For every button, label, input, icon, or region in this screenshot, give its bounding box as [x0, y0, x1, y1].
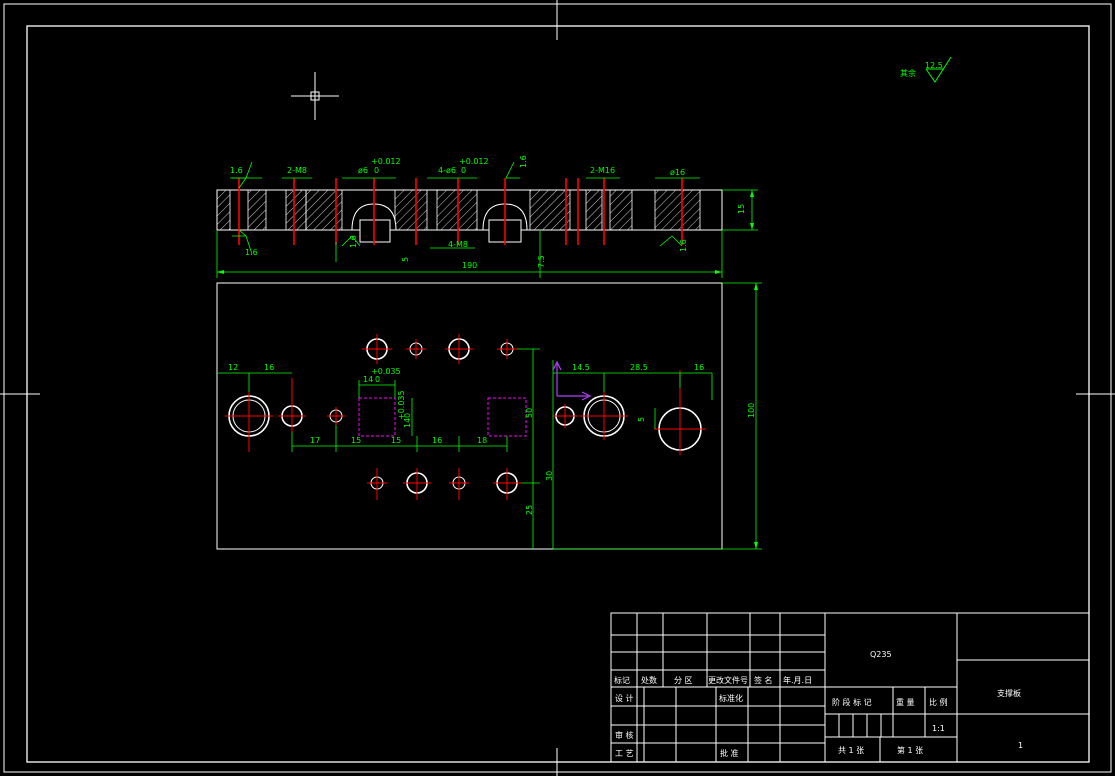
- dim-30-label: 30: [545, 471, 554, 481]
- dim-5-label: 5: [401, 257, 410, 262]
- dim-50-mid-label: 50: [525, 408, 534, 418]
- ra-bottom-b: 1.6: [679, 239, 688, 252]
- header-count: 处数: [641, 675, 657, 685]
- drawing-number-label: 1: [1018, 741, 1023, 750]
- dim-12-label: 12: [228, 363, 238, 372]
- header-approve: 批 准: [720, 748, 739, 758]
- header-mark: 标记: [614, 675, 630, 685]
- plan-dim-arrows: [754, 283, 758, 549]
- plan-centerlines: [225, 334, 706, 500]
- header-process: 工 艺: [615, 749, 634, 758]
- roughness-note: 其余 12.5: [900, 56, 952, 83]
- dim-14-5-label: 14.5: [572, 363, 590, 372]
- header-check: 审 核: [615, 730, 634, 740]
- dim-14-0-label: 14: [363, 375, 373, 384]
- section-centerlines: [238, 178, 683, 245]
- height-100-label: 100: [747, 403, 756, 418]
- plan-dimension-lines: [217, 282, 762, 550]
- holes-4phi6-tol: +0.012: [459, 157, 489, 166]
- title-block-grid: [610, 612, 1090, 763]
- roughness-note-label: 其余: [900, 68, 916, 78]
- dim-7-5-label: 7.5: [537, 255, 546, 268]
- plan-view[interactable]: 12 16 14 0 +0.035 14 0 +0.035 50 17 15 1…: [216, 282, 762, 550]
- section-dim-arrows: [217, 190, 754, 274]
- dim-14-0-zero: 0: [375, 375, 380, 384]
- dim-15-a-label: 15: [351, 436, 361, 445]
- dim-14-vert-label: 14: [403, 418, 412, 428]
- header-sheets-total: 共 1 张: [838, 746, 864, 755]
- holes-4phi6-zero: 0: [461, 166, 466, 175]
- dim-16-right-label: 16: [694, 363, 704, 372]
- dim-16-left-label: 16: [264, 363, 274, 372]
- dim-14-0-tol: +0.035: [371, 367, 401, 376]
- thread-2m8-label: 2-M8: [287, 166, 307, 175]
- header-stage-mark: 阶 段 标 记: [832, 697, 872, 707]
- header-standardize: 标准化: [719, 693, 743, 703]
- header-scale: 比 例: [929, 697, 948, 707]
- section-dimension-lines: [216, 161, 758, 278]
- title-block[interactable]: Q235 支撑板 1 1:1 标记 处数 分 区 更改文件号 签 名 年.月.日…: [610, 612, 1090, 763]
- header-change-doc: 更改文件号: [708, 675, 748, 685]
- thickness-label: 15: [737, 204, 746, 214]
- scale-value-label: 1:1: [932, 724, 945, 733]
- ra-top-mid: 1.6: [519, 155, 528, 168]
- thread-4m8-label: 4-M8: [448, 240, 468, 249]
- dim-5-right-label: 5: [637, 417, 646, 422]
- section-pockets: [351, 203, 528, 243]
- dim-14-vert-zero: 0: [403, 413, 412, 418]
- roughness-note-value: 12.5: [925, 61, 943, 70]
- header-design: 设 计: [615, 693, 634, 703]
- bore-phi6-label: ø6: [358, 166, 368, 175]
- header-zone: 分 区: [674, 676, 693, 685]
- roughness-symbol-icon: [925, 56, 952, 83]
- dim-18-label: 18: [477, 436, 487, 445]
- header-date: 年.月.日: [783, 675, 812, 685]
- overall-190-label: 190: [462, 261, 477, 270]
- hidden-pockets: [358, 397, 527, 437]
- dim-16-mid-label: 16: [432, 436, 442, 445]
- header-weight: 重 量: [896, 697, 915, 707]
- header-signature: 签 名: [754, 675, 773, 685]
- dim-28-5-label: 28.5: [630, 363, 648, 372]
- dim-25-label: 25: [525, 505, 534, 515]
- bore-phi6-tol: +0.012: [371, 157, 401, 166]
- part-name-label: 支撑板: [997, 688, 1021, 698]
- holes-4phi6-label: 4-ø6: [438, 166, 456, 175]
- thread-2m16-label: 2-M16: [590, 166, 615, 175]
- dim-14-vert-tol: +0.035: [397, 390, 406, 420]
- dim-17-label: 17: [310, 436, 320, 445]
- header-sheet-no: 第 1 张: [897, 745, 923, 755]
- plan-outline: [216, 282, 723, 550]
- section-view[interactable]: 1.6 2-M8 ø6 0 +0.012 4-ø6 0 +0.012 1.6 2…: [216, 155, 758, 278]
- dim-15-b-label: 15: [391, 436, 401, 445]
- ra-left-bottom: 1.6: [245, 248, 258, 257]
- crosshair-cursor-icon: [291, 72, 339, 120]
- ucs-marker-icon: [552, 360, 592, 401]
- material-label: Q235: [870, 650, 892, 659]
- ra-bottom-a: 1.6: [349, 235, 358, 248]
- bore-phi6-zero: 0: [374, 166, 379, 175]
- bore-phi16-label: ø16: [670, 168, 685, 177]
- ra-left-top: 1.6: [230, 166, 243, 175]
